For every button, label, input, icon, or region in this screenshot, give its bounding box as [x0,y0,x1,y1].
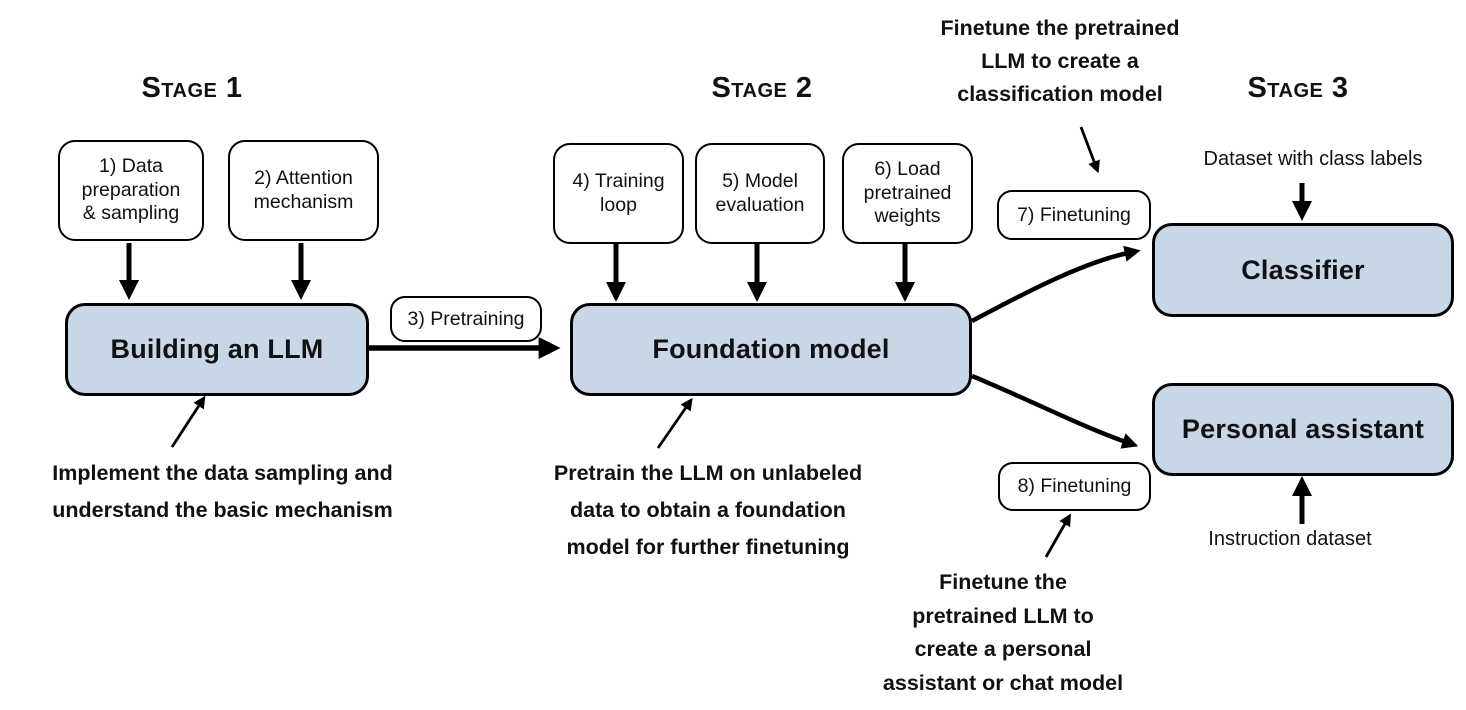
stage-3-title: Stage 3 [1247,72,1349,104]
stage2-note: Pretrain the LLM on unlabeled data to ob… [553,461,863,559]
arrow-stage2-note-pointer [656,397,693,449]
arrow-stage1-note-pointer [170,395,206,448]
classifier-box: Classifier [1152,223,1454,317]
assistant-note: Finetune the pretrained LLM to create a … [882,570,1124,695]
instruction-dataset-text: Instruction dataset [1208,528,1372,550]
arrow-foundation-to-classifier [970,245,1141,323]
step-pill-pretraining: 3) Pretraining [390,296,542,342]
foundation-model-box: Foundation model [570,303,972,396]
step-box-attention-mechanism: 2) Attention mechanism [228,140,379,241]
arrow-assistant-note-pointer [1044,513,1071,558]
step-pill-finetuning-8: 8) Finetuning [998,462,1151,511]
arrow-classification-note-pointer [1079,126,1100,174]
step-box-training-loop: 4) Training loop [553,143,684,244]
dataset-class-labels-text: Dataset with class labels [1203,148,1423,170]
classification-note: Finetune the pretrained LLM to create a … [940,16,1180,106]
building-llm-box: Building an LLM [65,303,369,396]
stage-1-title: Stage 1 [141,72,243,104]
step-pill-finetuning-7: 7) Finetuning [997,190,1151,240]
personal-assistant-box: Personal assistant [1152,383,1454,476]
stage1-note: Implement the data sampling and understa… [52,461,393,522]
stage-2-title: Stage 2 [711,72,813,104]
arrow-foundation-to-assistant [971,373,1139,449]
step-box-load-pretrained-weights: 6) Load pretrained weights [842,143,973,244]
step-box-model-evaluation: 5) Model evaluation [695,143,825,244]
step-box-data-preparation: 1) Data preparation & sampling [58,140,204,241]
